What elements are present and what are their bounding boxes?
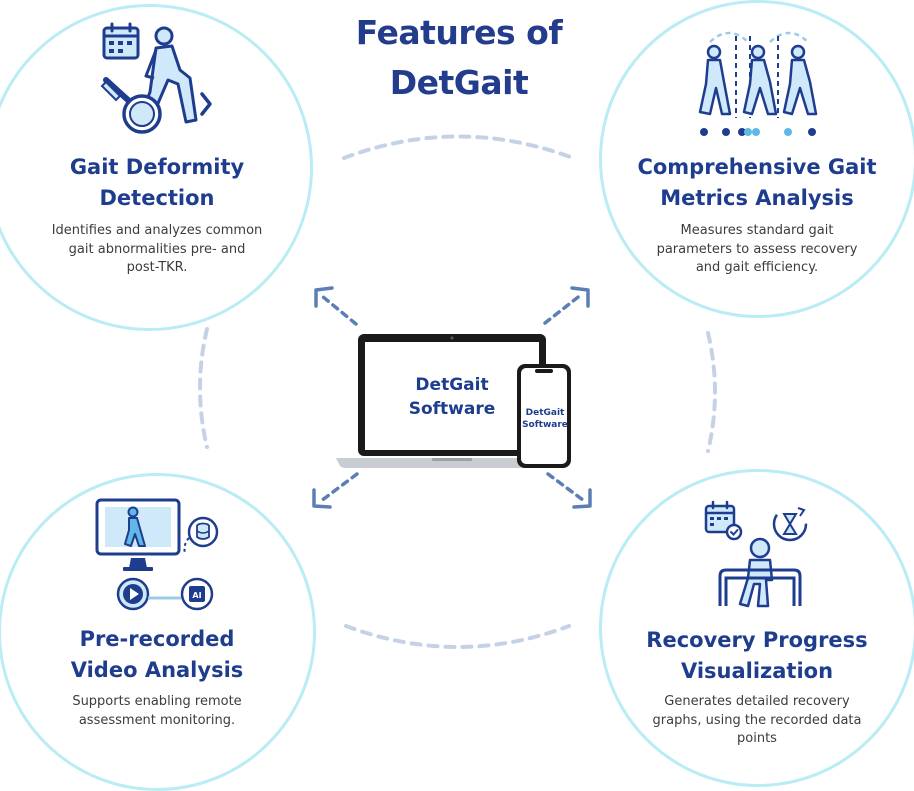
feature-title-gait-deformity: Gait Deformity Detection [22,152,292,214]
ai-badge-text: AI [192,591,201,600]
bottom-dashed-arc [344,624,571,649]
monitor-video-ai-icon: AI [95,498,219,611]
top-dashed-arc [342,134,575,160]
arrow-bottom-right [546,472,592,509]
rehab-parallel-bars-icon [704,500,808,608]
feature-desc-line3: post-TKR. [126,260,188,275]
page-title-line2: DetGait [389,63,529,102]
feature-title-line2: Visualization [680,659,834,683]
laptop-screen [365,342,539,450]
phone-label: DetGait Software [519,407,571,431]
laptop-base [336,458,568,468]
feature-desc-line1: Supports enabling remote [72,694,242,709]
phone-label-line2: Software [522,420,568,430]
feature-desc-line2: parameters to assess recovery [656,241,858,257]
feature-desc-gait-metrics: Measures standard gait parameters to ass… [622,222,892,278]
laptop-label-line1: DetGait [415,375,489,395]
laptop-phone-illustration [336,334,571,468]
feature-desc-recovery-progress: Generates detailed recovery graphs, usin… [622,693,892,749]
feature-desc-line3: points [737,731,777,746]
feature-title-line2: Metrics Analysis [660,186,854,210]
feature-title-recovery-progress: Recovery Progress Visualization [612,625,902,687]
left-dashed-arc [198,327,209,449]
right-dashed-arc [706,331,717,453]
page-title-line1: Features of [355,13,563,52]
feature-desc-line1: Measures standard gait [680,223,834,238]
feature-desc-line2: gait abnormalities pre- and [68,241,246,257]
feature-title-video-analysis: Pre-recorded Video Analysis [22,624,292,686]
feature-title-gait-metrics: Comprehensive Gait Metrics Analysis [612,152,902,214]
feature-desc-line2: assessment monitoring. [78,712,236,728]
feature-title-line2: Video Analysis [70,658,244,682]
arrow-top-left [314,286,358,326]
feature-title-line1: Pre-recorded [79,627,235,651]
gait-sequence-icon [698,31,818,136]
laptop-label: DetGait Software [374,373,530,421]
feature-desc-line3: and gait efficiency. [695,260,819,275]
walker-magnifier-calendar-icon [100,22,212,134]
feature-desc-gait-deformity: Identifies and analyzes common gait abno… [22,222,292,278]
feature-desc-line1: Generates detailed recovery [664,694,850,709]
feature-title-line1: Gait Deformity [69,155,245,179]
arrow-top-right [543,286,590,325]
feature-title-line1: Comprehensive Gait [637,155,877,179]
feature-circle-recovery-progress [599,469,914,787]
arrow-bottom-left [312,472,359,509]
laptop-label-line2: Software [408,399,496,419]
feature-title-line1: Recovery Progress [646,628,868,652]
page-title: Features of DetGait [300,8,618,108]
feature-desc-video-analysis: Supports enabling remote assessment moni… [22,693,292,730]
phone-screen [521,368,567,464]
feature-desc-line1: Identifies and analyzes common [51,223,263,238]
feature-title-line2: Detection [99,186,215,210]
phone-label-line1: DetGait [525,408,565,418]
feature-desc-line2: graphs, using the recorded data [652,712,862,728]
